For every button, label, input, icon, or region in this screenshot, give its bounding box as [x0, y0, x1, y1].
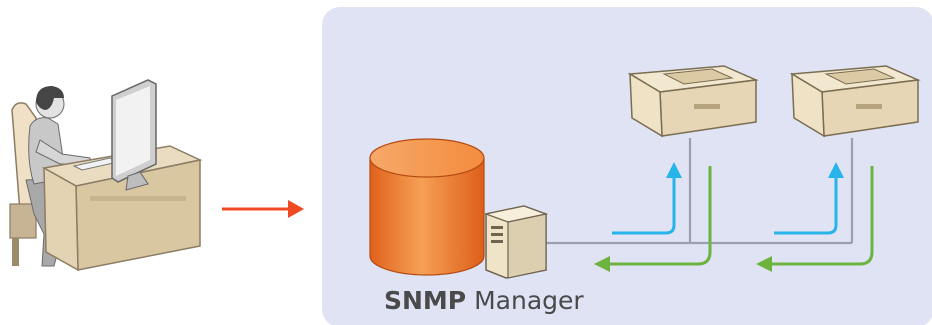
trap-arrow-head	[666, 162, 682, 178]
snmp-label-bold: SNMP	[384, 286, 467, 315]
printer-icon	[789, 65, 921, 138]
trap-arrows	[612, 176, 838, 235]
printer-icon	[627, 65, 759, 138]
trap-arrow-head	[828, 162, 844, 178]
snmp-manager-label: SNMP Manager	[384, 286, 584, 315]
server-icon	[483, 205, 549, 279]
manager-label-text: Manager	[466, 286, 584, 315]
response-arrow-head	[594, 256, 610, 272]
response-arrows	[608, 166, 874, 266]
response-arrow-head	[756, 256, 772, 272]
request-flow-arrow	[222, 200, 304, 218]
network-lines	[546, 138, 854, 245]
database-icon	[369, 138, 485, 276]
user-at-computer-icon	[9, 79, 203, 272]
